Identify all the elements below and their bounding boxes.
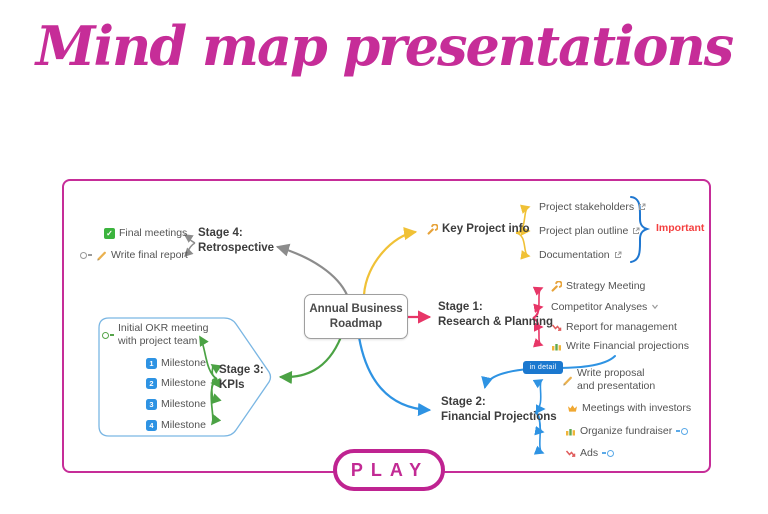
central-topic: Annual Business Roadmap <box>304 294 408 339</box>
clock-icon <box>602 449 615 457</box>
mindmap-panel: Annual Business Roadmap Stage 4: Retrosp… <box>62 179 711 473</box>
stage3-item-okr: Initial OKR meeting with project team <box>102 322 208 348</box>
crown-icon <box>568 404 577 412</box>
stage1-item: Report for management <box>551 321 677 333</box>
clock-icon <box>80 251 92 259</box>
chevron-down-icon <box>652 304 659 310</box>
stage4-item-write-final-report: Write final report <box>80 249 188 261</box>
key-project-item: Project stakeholders <box>539 201 646 213</box>
page-title: Mind map presentations <box>35 14 734 78</box>
in-detail-badge: in detail <box>523 361 563 374</box>
stage2-topic: Stage 2: Financial Projections <box>441 396 557 423</box>
stage4-item-final-meetings: ✓ Final meetings <box>104 227 187 239</box>
stage2-item: Ads <box>565 447 615 459</box>
central-topic-line1: Annual Business <box>309 302 403 315</box>
milestone-number-icon: 2 <box>146 377 157 389</box>
stage3-boundary <box>98 317 272 437</box>
milestone-number-icon: 4 <box>146 419 157 431</box>
stage2-item-write-proposal: Write proposal and presentation <box>562 367 655 393</box>
bar-chart-icon <box>566 428 575 435</box>
milestone-number-icon: 3 <box>146 398 157 410</box>
stage3-topic: Stage 3: KPIs <box>219 364 264 391</box>
stage3-milestone: 3 Milestone <box>146 398 206 410</box>
brace <box>630 196 651 263</box>
bar-chart-icon <box>552 343 561 350</box>
stage3-milestone: 4 Milestone <box>146 419 206 431</box>
chart-down-icon <box>551 324 562 331</box>
stage1-item: Strategy Meeting <box>551 280 645 292</box>
pencil-icon <box>97 251 106 261</box>
external-link-icon <box>614 251 622 258</box>
important-annotation: Important <box>656 222 705 234</box>
stage1-topic: Stage 1: Research & Planning <box>438 301 554 328</box>
clock-icon <box>102 331 114 339</box>
wrench-icon <box>427 223 438 235</box>
check-icon: ✓ <box>104 227 115 239</box>
key-project-item: Documentation <box>539 249 622 261</box>
external-link-icon <box>639 203 646 210</box>
key-project-topic: Key Project info <box>427 223 530 235</box>
stage3-milestone: 2 Milestone <box>146 377 206 389</box>
key-project-item: Project plan outline <box>539 225 640 237</box>
wrench-icon <box>551 280 562 292</box>
play-button[interactable]: PLAY <box>333 449 445 491</box>
central-topic-line2: Roadmap <box>329 317 383 330</box>
stage3-milestone: 1 Milestone <box>146 357 206 369</box>
stage1-item: Competitor Analyses <box>551 301 659 313</box>
stage4-topic: Stage 4: Retrospective <box>198 227 275 254</box>
stage1-item: Write Financial projections <box>551 340 689 352</box>
stage2-item: Organize fundraiser <box>565 425 689 437</box>
milestone-number-icon: 1 <box>146 357 157 369</box>
external-link-icon <box>633 227 640 234</box>
clock-icon <box>676 427 689 435</box>
stage2-item: Meetings with investors <box>567 402 691 414</box>
pencil-icon <box>563 376 572 386</box>
chart-down-icon <box>565 450 576 457</box>
